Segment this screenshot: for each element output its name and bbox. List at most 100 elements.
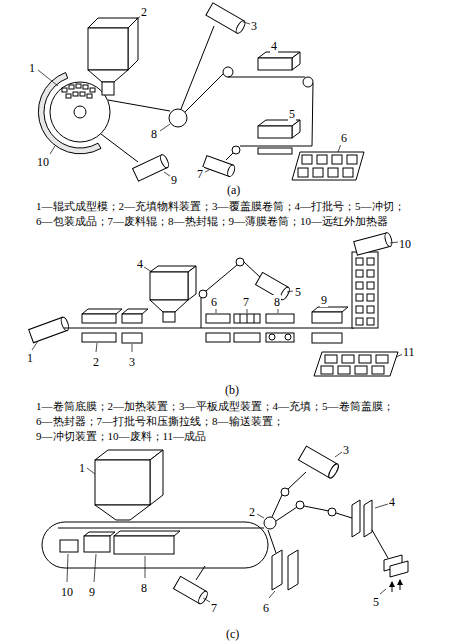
machine-part xyxy=(60,540,78,552)
callout-number: 6 xyxy=(340,131,348,145)
machine-part xyxy=(288,472,306,489)
callout-number: 1 xyxy=(26,351,34,365)
machine-part xyxy=(145,556,146,578)
machine-part xyxy=(185,73,224,112)
machine-part xyxy=(354,232,393,255)
machine-part xyxy=(174,576,210,605)
label-slot: 4 xyxy=(388,492,396,510)
label-slot: 11 xyxy=(402,342,416,360)
machine-part xyxy=(375,504,388,508)
label-slot: (b) xyxy=(224,380,240,398)
machine-part xyxy=(226,153,233,160)
machine-part xyxy=(304,506,329,511)
machine-part xyxy=(338,366,350,374)
machine-part xyxy=(150,450,163,505)
label-slot: (a) xyxy=(226,180,241,198)
machine-part xyxy=(400,580,401,590)
machine-part xyxy=(226,164,236,177)
machine-part xyxy=(102,82,114,95)
callout-number: 4 xyxy=(136,257,144,271)
label-slot: 8 xyxy=(150,124,158,142)
machine-part xyxy=(160,124,170,131)
callout-number: 7 xyxy=(242,295,250,309)
machine-part xyxy=(327,463,340,480)
caption-text: 6—热封器；7—打批号和压撕拉线；8—输送装置； xyxy=(35,415,285,427)
label-slot: 2 xyxy=(92,352,100,370)
machine-part xyxy=(372,530,388,558)
machine-part xyxy=(62,88,67,92)
label-slot: 7 xyxy=(210,598,218,616)
label-slot: 8 xyxy=(273,292,281,310)
label-slot: 2 xyxy=(248,502,256,520)
machine-part xyxy=(285,334,291,340)
callout-number: 10 xyxy=(36,155,50,169)
label-slot: 5 xyxy=(372,592,380,610)
machine-part xyxy=(101,134,138,162)
machine-part xyxy=(228,77,305,78)
label-slot: 6—包装成品；7—废料辊；8—热封辊；9—薄膜卷筒；10—远红外加热器 xyxy=(35,211,389,229)
machine-part xyxy=(352,500,360,537)
machine-part xyxy=(317,155,327,164)
label-slot: 4 xyxy=(136,254,144,272)
label-slot: 3 xyxy=(250,16,258,34)
machine-part xyxy=(163,312,175,322)
machine-part xyxy=(196,566,205,580)
callout-number: 2 xyxy=(92,355,100,369)
label-slot: 2 xyxy=(140,2,148,20)
machine-part xyxy=(58,528,264,529)
panel-label: (b) xyxy=(224,383,240,397)
machine-part xyxy=(376,355,388,363)
callout-number: 4 xyxy=(388,495,396,509)
machine-part xyxy=(392,582,393,592)
machine-part xyxy=(206,333,230,342)
machine-part xyxy=(76,84,81,88)
machine-part xyxy=(347,155,357,164)
panel-label: (a) xyxy=(226,183,241,197)
machine-part xyxy=(197,590,209,605)
machine-part xyxy=(201,298,202,328)
machine-part xyxy=(292,52,300,70)
machine-part xyxy=(95,505,150,520)
machine-part xyxy=(169,109,187,127)
machine-part xyxy=(132,344,133,352)
callout-number: 7 xyxy=(196,167,204,181)
machine-part xyxy=(367,282,374,289)
label-slot: 4 xyxy=(270,36,278,54)
machine-part xyxy=(234,333,260,342)
label-slot: 6—热封器；7—打批号和压撕拉线；8—输送装置； xyxy=(35,411,285,429)
machine-part xyxy=(83,85,88,89)
machine-part xyxy=(313,168,323,177)
panel-b-illustration xyxy=(29,232,403,376)
machine-part xyxy=(302,155,312,164)
machine-part xyxy=(367,306,374,313)
machine-part xyxy=(335,452,342,457)
machine-part xyxy=(367,318,374,325)
machine-part xyxy=(199,290,207,298)
machine-part xyxy=(312,333,342,343)
machine-part xyxy=(133,154,171,181)
machine-part xyxy=(181,26,214,109)
machine-part xyxy=(96,343,97,352)
machine-part xyxy=(258,148,292,154)
label-slot: 6 xyxy=(210,292,218,310)
machine-part xyxy=(288,550,298,590)
machine-part xyxy=(244,262,262,279)
machine-part xyxy=(29,316,70,342)
machine-part xyxy=(203,156,236,178)
label-slot: 8 xyxy=(140,578,148,596)
machine-part xyxy=(84,532,115,536)
callout-number: 7 xyxy=(210,601,218,615)
machine-part xyxy=(240,83,313,146)
machine-part xyxy=(206,265,237,291)
label-slot: 5 xyxy=(294,282,302,300)
label-slot: 1 xyxy=(78,458,86,476)
callout-number: 9 xyxy=(170,173,178,187)
machine-part xyxy=(269,591,275,598)
machine-part xyxy=(272,550,282,590)
machine-part xyxy=(150,300,188,312)
panel-a-illustration xyxy=(38,3,364,181)
label-slot: 1 xyxy=(28,58,36,76)
machine-part xyxy=(269,334,275,340)
machine-part xyxy=(328,168,338,177)
